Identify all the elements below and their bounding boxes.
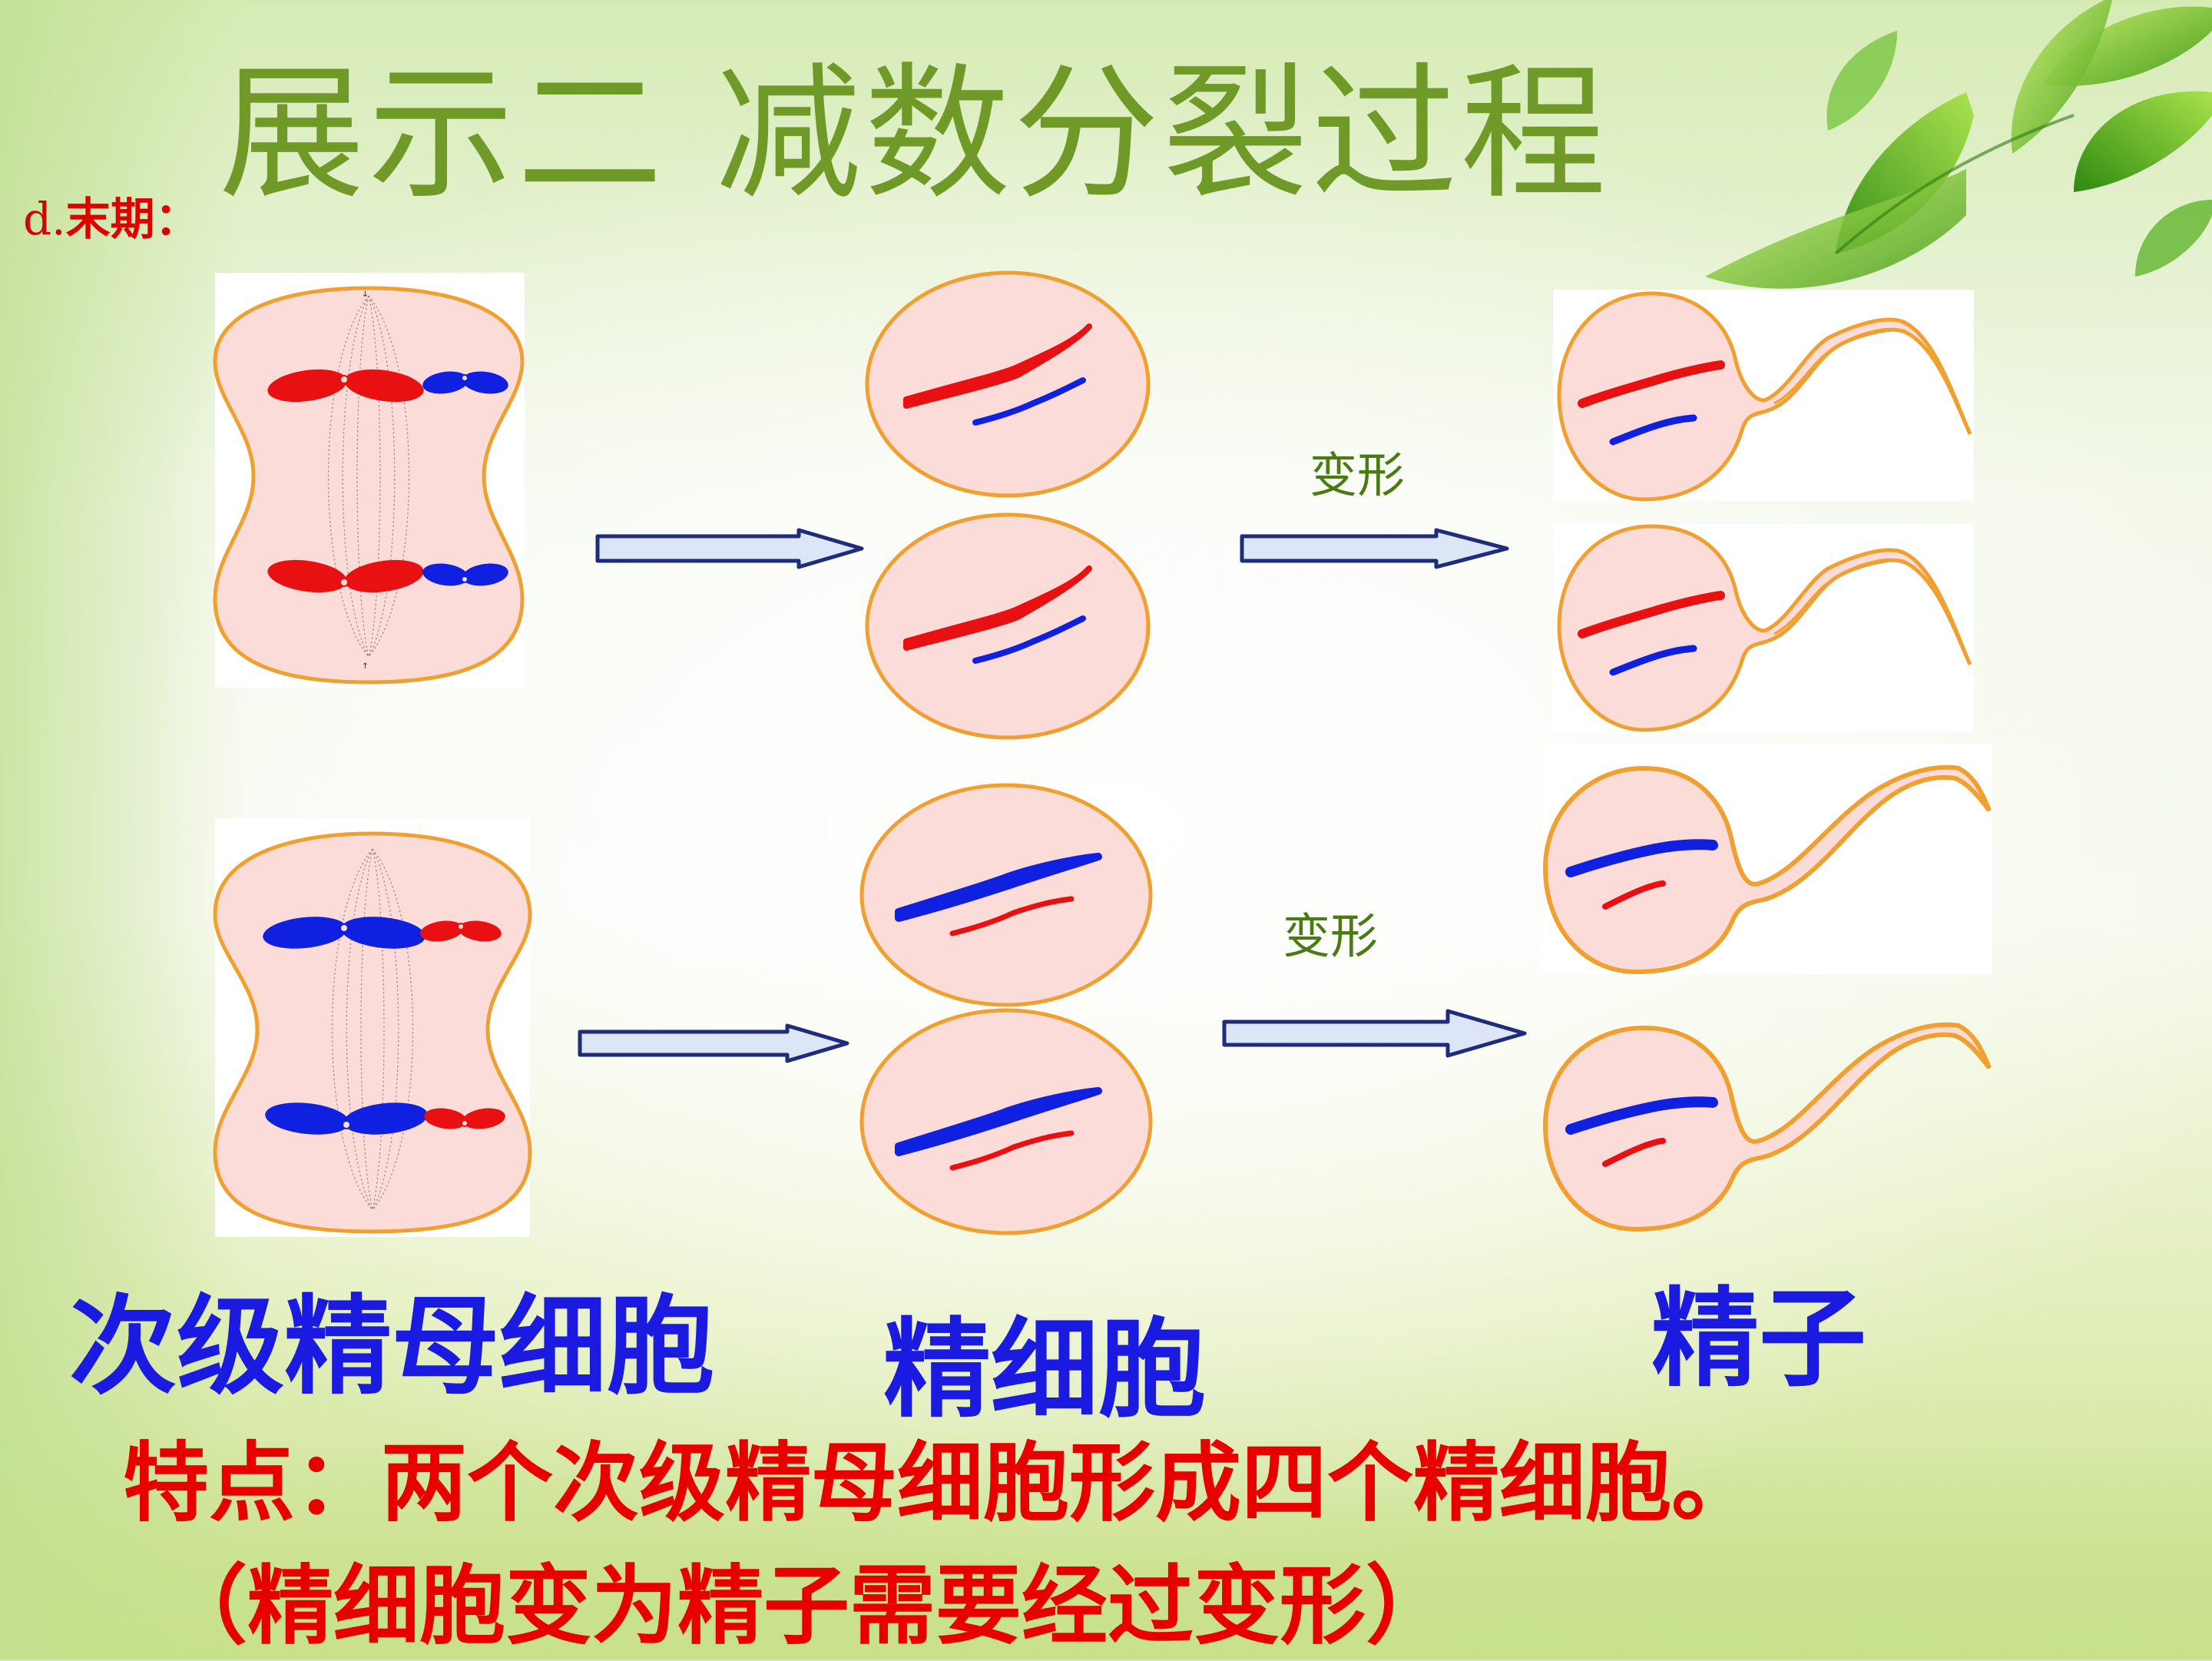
label-spermatid: 精细胞: [883, 1307, 1207, 1433]
label-sperm: 精子: [1651, 1276, 1867, 1402]
stage-label: 末期：: [65, 193, 200, 245]
leaves-decoration: [1705, 0, 2212, 289]
arrow-to-spermatids-top: [595, 528, 864, 569]
morph-label-top: 变形: [1310, 447, 1405, 503]
arrow-morph-top: [1240, 528, 1509, 569]
sperm-1: [1553, 290, 1974, 502]
stage-prefix: d.: [23, 193, 66, 245]
slide-title: 展示二 减数分裂过程: [219, 49, 1610, 219]
spermatid-1: [865, 270, 1151, 498]
meiosis-telophase-diagram: ꜜ ꜛ: [213, 270, 1992, 1237]
secondary-spermatocyte-top: ꜜ ꜛ: [213, 273, 525, 688]
svg-text:ꜜ: ꜜ: [363, 289, 368, 305]
morph-label-bottom: 变形: [1283, 908, 1378, 964]
label-secondary-spermatocyte: 次级精母细胞: [69, 1284, 715, 1410]
arrow-to-spermatids-bottom: [578, 1023, 849, 1063]
background-bottom-gradient: [0, 1444, 2212, 1659]
spermatid-2: [865, 512, 1151, 740]
stage-heading: d.末期：: [23, 183, 200, 247]
sperm-4: [1542, 1022, 1992, 1232]
note-text: （精细胞变为精子需要经过变形）: [161, 1556, 1452, 1656]
background-left-gradient: [0, 0, 246, 1659]
feature-text: 特点：两个次级精母细胞形成四个精细胞。: [123, 1433, 1757, 1533]
spermatid-4: [859, 1008, 1153, 1235]
sperm-3: [1542, 744, 1992, 975]
sperm-2: [1553, 524, 1974, 732]
secondary-spermatocyte-bottom: [213, 818, 532, 1237]
arrow-morph-bottom: [1222, 1009, 1527, 1058]
svg-text:ꜛ: ꜛ: [363, 661, 368, 677]
spermatid-3: [859, 783, 1153, 1007]
